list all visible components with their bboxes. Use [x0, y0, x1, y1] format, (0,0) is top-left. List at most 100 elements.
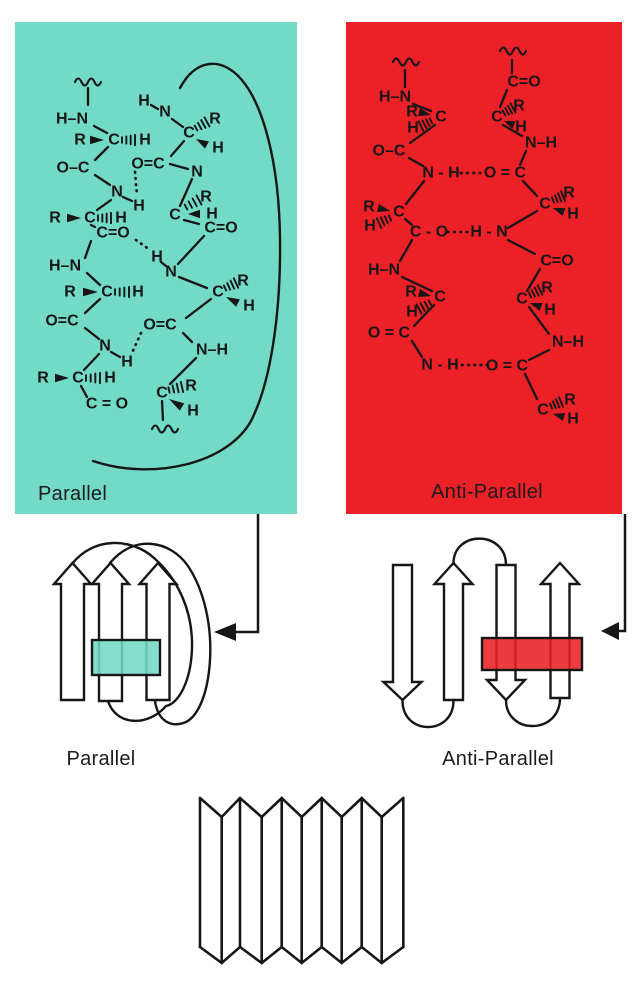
hash-bond-tick [167, 386, 171, 394]
antiparallel-topology-cartoon [380, 537, 584, 729]
atom-label: H [364, 218, 376, 235]
strand-connector-loop [452, 537, 508, 567]
bond-line [412, 303, 436, 328]
wedge-bond [417, 107, 431, 117]
antiparallel-sheet-highlight-rect [480, 636, 584, 672]
wedge-bond [67, 213, 81, 223]
atom-label: R [363, 199, 375, 216]
hash-bond-tick [203, 116, 211, 128]
atom-label: H [139, 132, 151, 149]
parallel-cartoon-label: Parallel [66, 748, 136, 770]
atom-label: N [111, 184, 123, 201]
hash-bond-tick [549, 402, 553, 410]
atom-label: R [209, 111, 221, 128]
hash-bond-tick [417, 120, 425, 132]
parallel-panel-label: Parallel [38, 483, 108, 505]
atom-label: O = C [486, 358, 529, 375]
hash-bond-tick [191, 197, 198, 208]
antiparallel-panel-label: Anti-Parallel [431, 481, 543, 503]
bond-line [525, 267, 542, 293]
atom-label: N–H [552, 334, 584, 351]
bond-line [92, 124, 109, 135]
chain-continuation-squiggle [150, 424, 180, 434]
bond-line [95, 198, 113, 212]
chain-continuation-squiggle [391, 57, 421, 67]
atom-label: H–N [49, 258, 81, 275]
hydrogen-bond-dots [134, 238, 152, 252]
bond-line [501, 123, 524, 138]
atom-label: C = O [86, 396, 128, 413]
hydrogen-bond-dots [130, 331, 143, 355]
bond-line [407, 156, 425, 168]
atom-label: C [435, 109, 447, 126]
hash-bond-tick [232, 277, 240, 289]
bond-line [176, 234, 206, 266]
bond-line [408, 123, 437, 145]
wedge-bond [417, 288, 431, 298]
atom-label: R [541, 280, 553, 297]
bond-line [85, 271, 102, 287]
wedge-bond [196, 139, 210, 149]
bond-line [169, 139, 186, 158]
chain-continuation-squiggle [73, 77, 103, 87]
hash-bond-tick [222, 284, 228, 292]
atom-label: H [115, 210, 127, 227]
atom-label: R [513, 98, 525, 115]
atom-label: O = C [484, 165, 527, 182]
hydrogen-bond-dots [133, 170, 139, 198]
wedge-bond [553, 208, 566, 216]
bond-line [181, 331, 194, 344]
hash-bond-tick [533, 286, 540, 297]
bond-line [498, 88, 509, 109]
strand-arrow-up [89, 561, 132, 703]
strand-connector-loop [401, 698, 455, 729]
atom-label: N–H [196, 342, 228, 359]
bond-line [168, 356, 198, 386]
bond-line [83, 326, 101, 341]
bond-line [403, 217, 414, 227]
wedge-bond [90, 135, 104, 145]
atom-label: C [101, 284, 113, 301]
atom-label: H [544, 302, 556, 319]
atom-label: R [237, 273, 249, 290]
atom-label: R [406, 104, 418, 121]
atom-label: H [515, 119, 527, 136]
wedge-bond [55, 373, 69, 383]
atom-label: H [212, 140, 224, 157]
atom-label: H [406, 304, 418, 321]
atom-label: H [133, 198, 145, 215]
bond-line [184, 297, 213, 320]
hash-bond-tick [226, 282, 232, 291]
bond-line [404, 179, 426, 206]
atom-label: C=O [96, 225, 129, 242]
hash-bond-tick [428, 117, 434, 125]
connector-line [236, 514, 260, 634]
hash-bond-tick [196, 121, 203, 131]
bond-line [523, 372, 539, 401]
bond-line [109, 350, 122, 359]
hash-bond-tick [229, 279, 236, 290]
bond-line [83, 239, 93, 260]
atom-label: C - O [410, 224, 448, 241]
connector-arrowhead-icon [601, 622, 619, 640]
atom-label: H [132, 284, 144, 301]
bond-line [170, 117, 185, 129]
hash-bond-tick [175, 382, 180, 394]
atom-label: H [187, 403, 199, 420]
atom-label: C [156, 385, 168, 402]
bond-line [159, 260, 168, 268]
hash-bond-tick [423, 300, 430, 310]
strand-connector-loop [504, 696, 562, 728]
backbone-loop-arc [91, 62, 282, 471]
atom-label: H–N [368, 262, 400, 279]
atom-label: O=C [45, 313, 79, 330]
hash-bond-tick [558, 396, 564, 408]
atom-label: N - H [422, 165, 459, 182]
bond-line [521, 179, 539, 198]
bond-line [527, 348, 551, 362]
antiparallel-panel-background [346, 22, 622, 514]
strand-arrow-up [136, 561, 180, 702]
